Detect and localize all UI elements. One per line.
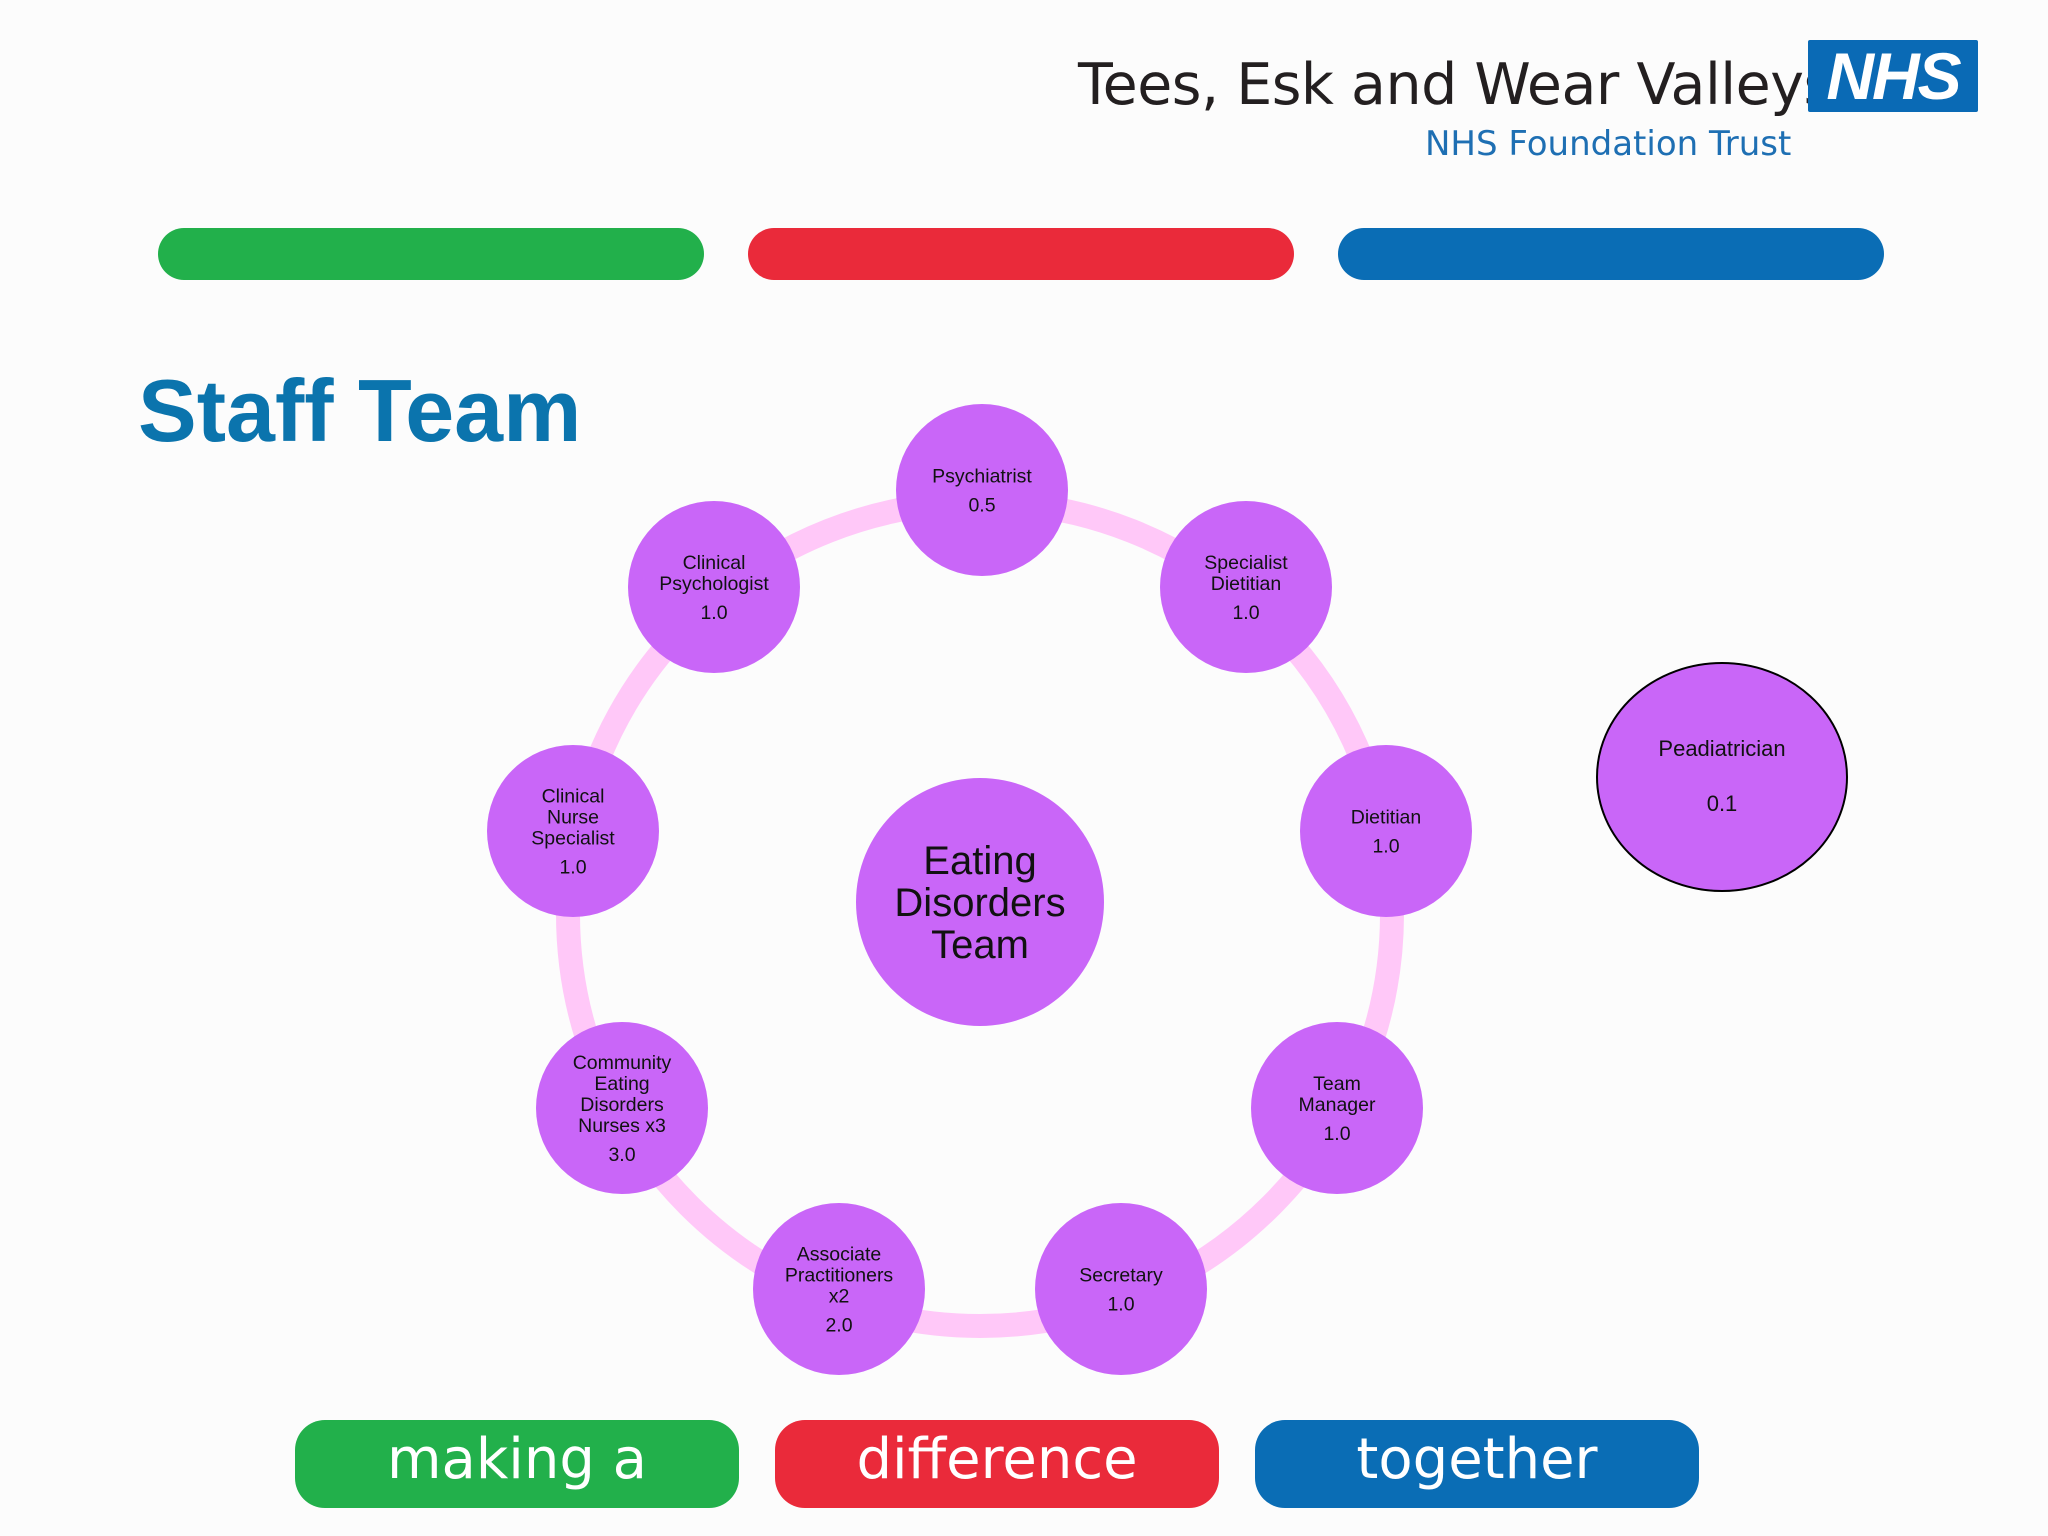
node-associate-practitioners-label: Associate (797, 1243, 882, 1265)
node-psychiatrist-label: Psychiatrist (932, 465, 1032, 487)
node-dietitian-value: 1.0 (1372, 835, 1399, 857)
node-community-eating-disorders-nurses-label: Nurses x3 (578, 1115, 666, 1137)
node-associate-practitioners-label: x2 (829, 1285, 850, 1307)
node-associate-practitioners-value: 2.0 (825, 1314, 852, 1336)
node-team-manager-circle (1251, 1022, 1423, 1194)
trust-name: Tees, Esk and Wear Valleys (1078, 52, 1833, 118)
nhs-logo: NHS (1808, 40, 1978, 112)
node-community-eating-disorders-nurses-value: 3.0 (608, 1144, 635, 1166)
node-team-manager-label: Manager (1299, 1094, 1376, 1116)
node-clinical-nurse-specialist-value: 1.0 (559, 856, 586, 878)
footer-together: together (1255, 1420, 1699, 1508)
center-node-eating-disorders-team-label: Disorders (894, 881, 1065, 925)
node-secretary-value: 1.0 (1107, 1293, 1134, 1315)
center-node-eating-disorders-team-label: Eating (923, 839, 1036, 883)
node-team-manager-value: 1.0 (1323, 1123, 1350, 1145)
node-dietitian-circle (1300, 745, 1472, 917)
node-secretary: Secretary 1.0 (1035, 1203, 1207, 1375)
node-clinical-psychologist-value: 1.0 (700, 602, 727, 624)
node-clinical-nurse-specialist-label: Nurse (547, 806, 599, 828)
footer-difference: difference (775, 1420, 1219, 1508)
node-associate-practitioners-label: Practitioners (785, 1264, 894, 1286)
node-psychiatrist-circle (896, 404, 1068, 576)
footer-difference-text: difference (856, 1427, 1138, 1492)
node-psychiatrist-value: 0.5 (968, 494, 995, 516)
node-psychiatrist: Psychiatrist 0.5 (896, 404, 1068, 576)
top-bar-red (748, 228, 1294, 280)
node-community-eating-disorders-nurses-label: Disorders (580, 1094, 664, 1116)
node-dietitian: Dietitian 1.0 (1300, 745, 1472, 917)
node-specialist-dietitian-circle (1160, 501, 1332, 673)
node-community-eating-disorders-nurses-circle (536, 1022, 708, 1194)
footer-together-text: together (1356, 1427, 1598, 1492)
top-bar-green (158, 228, 704, 280)
node-secretary-label: Secretary (1079, 1264, 1163, 1286)
node-secretary-circle (1035, 1203, 1207, 1375)
nhs-logo-text: NHS (1826, 39, 1961, 113)
node-clinical-nurse-specialist-label: Specialist (531, 827, 615, 849)
node-clinical-nurse-specialist-circle (487, 745, 659, 917)
node-dietitian-label: Dietitian (1351, 806, 1421, 828)
footer-making-a: making a (295, 1420, 739, 1508)
node-peadiatrician: Peadiatrician 0.1 (1596, 662, 1848, 892)
node-peadiatrician-value: 0.1 (1707, 791, 1738, 816)
node-peadiatrician-label: Peadiatrician (1658, 736, 1785, 761)
node-specialist-dietitian-label: Specialist (1204, 552, 1288, 574)
center-node-eating-disorders-team-circle (856, 778, 1104, 1026)
center-node-eating-disorders-team-label: Team (931, 923, 1029, 967)
node-specialist-dietitian-value: 1.0 (1232, 602, 1259, 624)
node-clinical-psychologist-label: Psychologist (659, 573, 769, 595)
trust-subtitle: NHS Foundation Trust (1425, 124, 1792, 164)
node-clinical-psychologist-circle (628, 501, 800, 673)
node-peadiatrician-circle (1596, 662, 1848, 892)
node-team-manager-label: Team (1313, 1073, 1361, 1095)
footer-making-a-text: making a (386, 1427, 647, 1492)
node-clinical-psychologist-label: Clinical (683, 552, 746, 574)
staff-nodes: Psychiatrist0.5SpecialistDietitian1.0Die… (487, 404, 1848, 1375)
node-specialist-dietitian-label: Dietitian (1211, 573, 1281, 595)
top-bar-blue (1338, 228, 1884, 280)
page-title: Staff Team (138, 361, 582, 460)
node-community-eating-disorders-nurses-label: Eating (594, 1073, 649, 1095)
node-associate-practitioners-circle (753, 1203, 925, 1375)
node-community-eating-disorders-nurses-label: Community (573, 1052, 672, 1074)
node-clinical-nurse-specialist-label: Clinical (542, 785, 605, 807)
